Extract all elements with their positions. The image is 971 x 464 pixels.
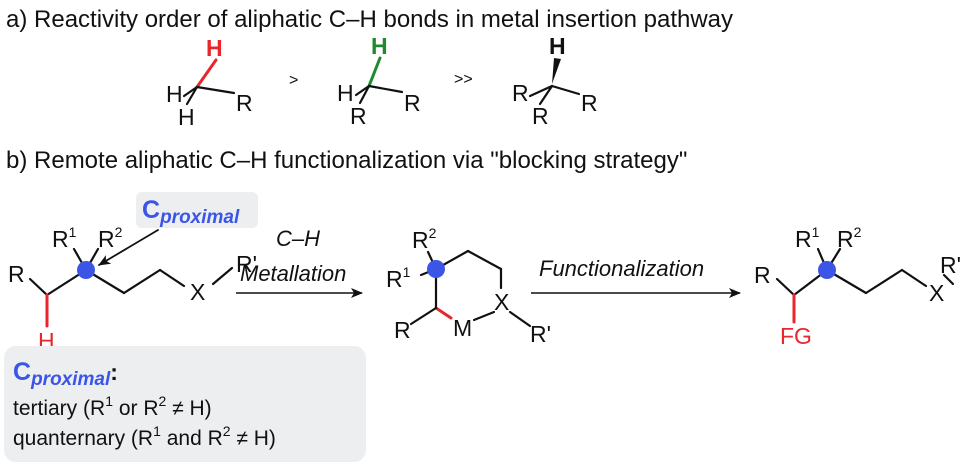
bond <box>358 84 371 105</box>
condition-functionalization: Functionalization <box>539 256 704 281</box>
bond <box>195 58 218 89</box>
legend-cproximal-title: Cproximal: <box>13 358 118 390</box>
bond <box>538 84 554 106</box>
legend-subscript: proximal <box>30 369 111 390</box>
bond <box>354 84 371 97</box>
operator-greater: > <box>289 72 298 89</box>
panel-b-header: b) Remote aliphatic C–H functionalizatio… <box>6 147 687 174</box>
bond <box>367 56 382 88</box>
condition-ch: C–H <box>276 226 320 251</box>
atom-r: R <box>350 103 367 129</box>
bond <box>508 310 532 328</box>
legend-c: C <box>13 358 31 386</box>
atom-r: R <box>8 261 25 287</box>
bond <box>211 266 234 286</box>
atom-r1: R1 <box>795 224 820 252</box>
product-molecule: R FG R1 R2 X R' <box>754 224 961 349</box>
bond <box>472 310 496 322</box>
atom-h-secondary: H <box>371 33 388 59</box>
panel-a-header: a) Reactivity order of aliphatic C–H bon… <box>6 6 733 33</box>
bond <box>528 84 554 98</box>
atom-r1: R1 <box>386 264 411 292</box>
atom-h: H <box>337 80 354 106</box>
atom-h: H <box>178 104 195 130</box>
atom-r: R <box>581 90 598 116</box>
bond <box>434 306 453 320</box>
bond <box>550 84 581 96</box>
atom-h-tertiary: H <box>549 33 566 59</box>
atom-r: R <box>404 90 421 116</box>
callout-c: C <box>142 196 160 224</box>
proximal-carbon-dot <box>818 261 836 279</box>
bond <box>185 85 199 106</box>
metallacycle-intermediate: R2 R1 X M R R' <box>386 225 551 347</box>
primary-ch-molecule: H H H R <box>166 35 253 130</box>
substrate-molecule: R H R1 R2 X R' <box>8 224 257 354</box>
proximal-carbon-dot <box>427 260 445 278</box>
cproximal-callout-box <box>136 192 258 228</box>
atom-fg: FG <box>780 323 812 349</box>
atom-r: R <box>754 262 771 288</box>
atom-r-prime: R' <box>940 252 961 278</box>
atom-r: R <box>512 80 529 106</box>
atom-r: R <box>394 317 411 343</box>
bond <box>195 85 236 95</box>
cproximal-callout-label: Cproximal <box>142 196 240 228</box>
bond <box>942 273 955 286</box>
callout-pointer-arrow <box>98 229 159 266</box>
atom-r2: R2 <box>837 224 862 252</box>
atom-x: X <box>494 289 509 315</box>
atom-r: R <box>532 103 549 129</box>
bond <box>409 306 438 326</box>
wedge-bond <box>552 58 561 84</box>
atom-r-prime: R' <box>530 321 551 347</box>
secondary-ch-molecule: H H R R <box>337 33 421 129</box>
atom-r2: R2 <box>98 224 123 252</box>
bond <box>182 85 199 98</box>
bond <box>28 277 49 297</box>
callout-subscript: proximal <box>159 207 240 228</box>
bond <box>122 268 162 295</box>
bond <box>900 268 928 288</box>
atom-r2: R2 <box>412 225 437 253</box>
atom-r1: R1 <box>52 224 77 252</box>
bond <box>466 249 503 271</box>
legend-quaternary: quanternary (R1 and R2 ≠ H) <box>13 423 276 450</box>
atom-m: M <box>453 315 472 341</box>
atom-x: X <box>929 280 944 306</box>
bond <box>158 268 186 288</box>
bond <box>367 84 404 94</box>
cproximal-legend-box <box>4 346 366 462</box>
atom-r-prime: R' <box>236 251 257 277</box>
legend-colon: : <box>110 359 118 385</box>
bond <box>775 277 796 297</box>
proximal-carbon-dot <box>77 261 95 279</box>
bond <box>864 268 904 295</box>
operator-much-greater: >> <box>454 71 473 88</box>
atom-r: R <box>236 90 253 116</box>
atom-h-primary: H <box>206 35 223 61</box>
atom-h: H <box>166 81 183 107</box>
condition-metallation: Metallation <box>240 261 346 286</box>
atom-x: X <box>190 279 205 305</box>
tertiary-ch-molecule: H R R R <box>512 33 598 129</box>
legend-tertiary: tertiary (R1 or R2 ≠ H) <box>13 393 212 420</box>
